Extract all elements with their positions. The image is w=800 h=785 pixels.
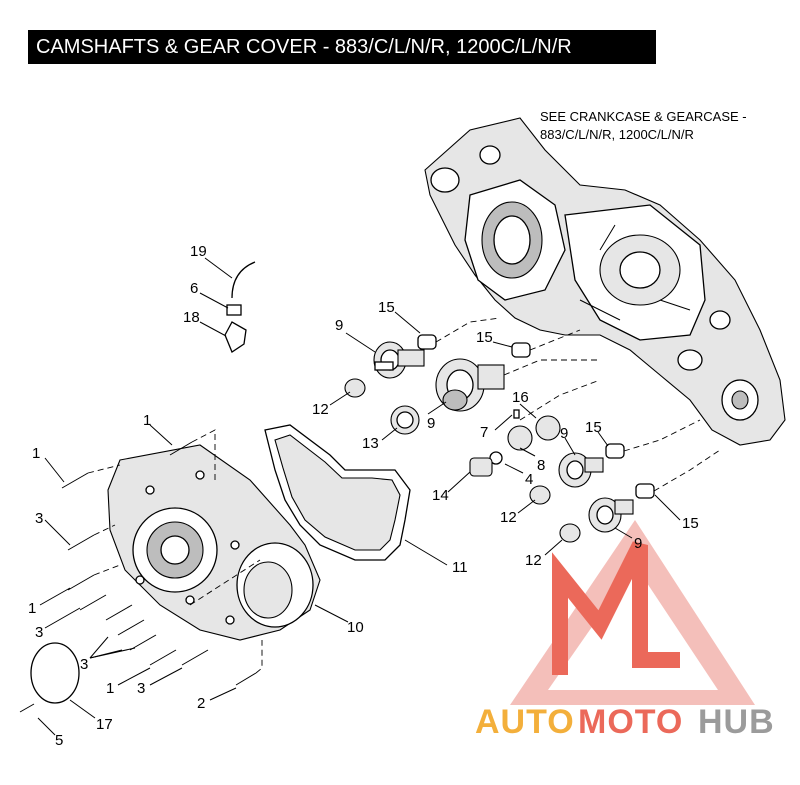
pinion-parts-4-7-8-13-14-16 <box>390 405 561 477</box>
callout-14: 14 <box>432 487 449 504</box>
callout-4: 4 <box>525 471 533 488</box>
breather-parts-6-18-19 <box>224 261 256 353</box>
cover-screws-1-2-3 <box>61 441 257 686</box>
callout-19: 19 <box>190 243 207 260</box>
callout-3-bottom: 3 <box>137 680 145 697</box>
see-note-line-2: 883/C/L/N/R, 1200C/L/N/R <box>540 127 694 142</box>
watermark-m-stroke <box>552 541 680 675</box>
bushings-15 <box>417 334 655 499</box>
crankcase-illustration <box>424 117 786 446</box>
callout-7: 7 <box>480 424 488 441</box>
callout-1-top: 1 <box>143 412 151 429</box>
callout-1-left: 1 <box>32 445 40 462</box>
callout-15-lower: 15 <box>682 515 699 532</box>
see-note-line-1: SEE CRANKCASE & GEARCASE - <box>540 109 747 124</box>
callout-6: 6 <box>190 280 198 297</box>
callout-9-middle: 9 <box>427 415 435 432</box>
camshaft-9-upper <box>373 341 425 379</box>
callout-15-upper: 15 <box>378 299 395 316</box>
callout-15-right: 15 <box>585 419 602 436</box>
callout-3-group: 3 <box>80 656 88 673</box>
callout-12-lower: 12 <box>525 552 542 569</box>
gear-cover-10 <box>107 444 321 641</box>
camshaft-9-lower-right <box>558 452 604 488</box>
callout-12-middle: 12 <box>500 509 517 526</box>
timing-plug-17 <box>19 642 80 713</box>
see-crankcase-note: SEE CRANKCASE & GEARCASE - 883/C/L/N/R, … <box>540 108 747 144</box>
callout-5: 5 <box>55 732 63 749</box>
callout-17: 17 <box>96 716 113 733</box>
callout-9-lower: 9 <box>634 535 642 552</box>
callout-16: 16 <box>512 389 529 406</box>
callout-3-lower-left: 3 <box>35 624 43 641</box>
watermark-text-moto: MOTO <box>578 703 683 741</box>
callout-1-bottom: 1 <box>106 680 114 697</box>
callout-10: 10 <box>347 619 364 636</box>
camshaft-9-middle <box>435 358 505 412</box>
callout-15-mid: 15 <box>476 329 493 346</box>
bearings-12 <box>344 378 581 543</box>
watermark-logo: AUTO MOTO HUB <box>475 520 775 741</box>
page-title: CAMSHAFTS & GEAR COVER - 883/C/L/N/R, 12… <box>28 30 656 64</box>
callout-2: 2 <box>197 695 205 712</box>
gasket-11 <box>264 424 411 561</box>
callout-8: 8 <box>537 457 545 474</box>
callout-9-right: 9 <box>560 425 568 442</box>
callout-11: 11 <box>452 559 468 576</box>
watermark-text-auto: AUTO <box>475 703 575 741</box>
camshaft-9-lower <box>588 497 634 533</box>
callout-13: 13 <box>362 435 379 452</box>
callout-1-lower-left: 1 <box>28 600 36 617</box>
callout-numbers: 19 6 18 9 15 15 12 9 13 16 7 8 4 9 15 14… <box>28 243 699 749</box>
leader-lines <box>37 257 721 736</box>
callout-3-left: 3 <box>35 510 43 527</box>
callout-18: 18 <box>183 309 200 326</box>
callout-9-upper: 9 <box>335 317 343 334</box>
callout-12-upper: 12 <box>312 401 329 418</box>
watermark-text-hub: HUB <box>698 703 775 741</box>
